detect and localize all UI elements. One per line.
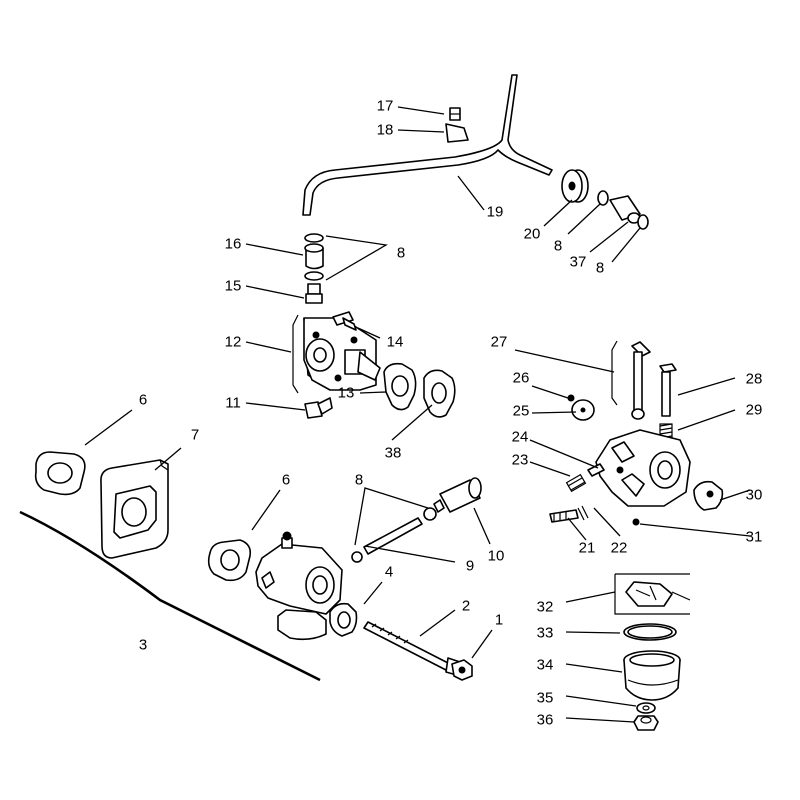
callout-15: 15 — [224, 277, 242, 295]
spacer-part — [609, 195, 641, 224]
callout-8-fuel-line: 8 — [354, 471, 364, 489]
callout-2: 2 — [461, 597, 471, 615]
fuel-filter-part — [433, 477, 482, 513]
callout-8-grommet: 8 — [553, 237, 563, 255]
choke-plate-part — [571, 399, 595, 421]
callout-14: 14 — [386, 333, 404, 351]
callout-11: 11 — [225, 394, 241, 412]
callout-23: 23 — [511, 451, 529, 469]
screw-part — [449, 107, 461, 121]
callout-3: 3 — [138, 636, 148, 654]
spring-part — [565, 473, 587, 493]
callout-30: 30 — [745, 486, 763, 504]
callout-28: 28 — [745, 370, 763, 388]
screw-part — [332, 311, 357, 331]
callout-19: 19 — [486, 203, 504, 221]
o-ring-part — [623, 623, 677, 641]
callout-22: 22 — [610, 539, 628, 557]
callout-13: 13 — [337, 384, 355, 402]
callout-1: 1 — [494, 611, 504, 629]
clip-ring-part — [351, 551, 363, 563]
heat-shield-part — [100, 459, 169, 559]
needle-part — [659, 363, 677, 417]
callout-37: 37 — [569, 253, 587, 271]
gasket-part — [383, 362, 417, 411]
throttle-link-rod — [302, 74, 553, 216]
callout-7: 7 — [190, 426, 200, 444]
washer-part — [636, 702, 656, 714]
carburetor-part — [255, 531, 343, 641]
float-detail-frame — [614, 573, 691, 615]
shaft-part — [611, 340, 651, 420]
callout-36: 36 — [536, 711, 554, 729]
bowl-nut-part — [633, 715, 659, 731]
callout-12: 12 — [224, 333, 242, 351]
callout-8-sleeve: 8 — [396, 244, 406, 262]
callout-31: 31 — [745, 528, 763, 546]
callout-9: 9 — [465, 557, 475, 575]
gasket-part — [423, 369, 456, 418]
screw-part — [587, 463, 605, 477]
callout-21: 21 — [578, 539, 596, 557]
fitting-part — [305, 283, 323, 304]
callout-35: 35 — [536, 689, 554, 707]
callout-33: 33 — [536, 624, 554, 642]
clip-ring-part — [597, 190, 609, 206]
callout-17: 17 — [376, 97, 394, 115]
clip-ring-part — [304, 233, 324, 243]
sleeve-part — [304, 243, 324, 270]
carburetor-part — [595, 429, 691, 507]
callout-26: 26 — [512, 369, 530, 387]
callout-6-left: 6 — [138, 391, 148, 409]
elbow-fitting-part — [304, 397, 333, 419]
adjusting-screw-part — [549, 509, 579, 523]
callout-6-middle: 6 — [281, 471, 291, 489]
clip-ring-part — [637, 214, 649, 230]
callout-38: 38 — [384, 444, 402, 462]
callout-4: 4 — [384, 563, 394, 581]
bracket-line — [19, 510, 321, 682]
leader-lines — [84, 106, 751, 723]
callout-10: 10 — [487, 547, 505, 565]
float-bowl-part — [623, 650, 681, 701]
callout-18: 18 — [376, 121, 394, 139]
nut-part — [451, 659, 473, 681]
gasket-part — [34, 451, 86, 496]
callout-34: 34 — [536, 656, 554, 674]
screw-part — [567, 394, 575, 402]
clip-part — [445, 123, 469, 143]
throttle-plate-part — [693, 480, 724, 511]
long-screw-part — [363, 621, 461, 677]
callout-27: 27 — [490, 333, 508, 351]
clip-ring-part — [304, 271, 324, 281]
clip-ring-part — [423, 507, 437, 521]
gasket-part — [207, 539, 252, 582]
gasket-part — [329, 602, 358, 637]
fuel-line-part — [363, 517, 423, 555]
spring-part — [577, 505, 589, 521]
callout-25: 25 — [512, 402, 530, 420]
callout-29: 29 — [745, 401, 763, 419]
grommet-part — [561, 169, 589, 203]
callout-16: 16 — [224, 235, 242, 253]
screw-part — [632, 518, 640, 526]
callout-8-spacer: 8 — [595, 259, 605, 277]
callout-20: 20 — [523, 225, 541, 243]
callout-24: 24 — [511, 428, 529, 446]
callout-32: 32 — [536, 598, 554, 616]
fuel-pump-part — [292, 314, 381, 394]
